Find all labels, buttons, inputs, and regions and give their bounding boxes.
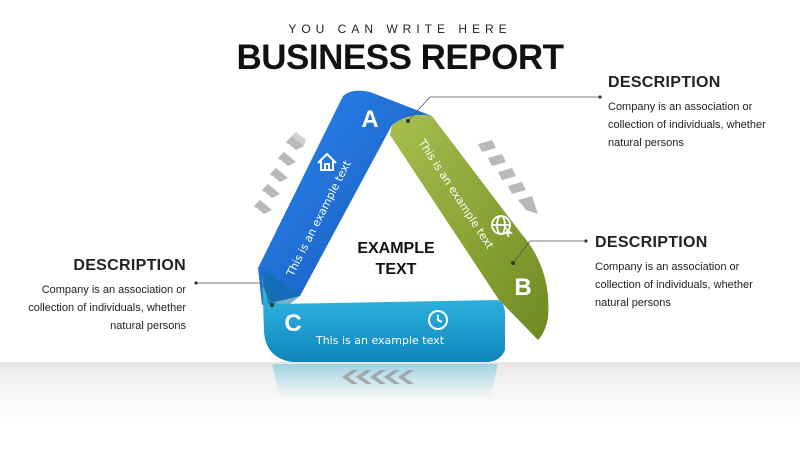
page-subtitle: YOU CAN WRITE HERE (288, 22, 512, 36)
description-line: collection of individuals, whether (608, 119, 766, 131)
description-line: Company is an association or (41, 284, 186, 296)
description-top-right: DESCRIPTION Company is an association or… (608, 74, 788, 152)
center-label-line2: TEXT (375, 261, 417, 278)
description-line: Company is an association or (608, 101, 753, 113)
description-line: collection of individuals, whether (28, 302, 186, 314)
description-heading: DESCRIPTION (608, 74, 721, 91)
description-line: Company is an association or (595, 261, 740, 273)
fold-shadow-c (262, 268, 300, 304)
description-line: natural persons (110, 320, 186, 332)
segment-letter-b: B (514, 274, 531, 301)
band-b (390, 115, 549, 340)
description-body: Company is an association or collection … (608, 98, 788, 152)
chevron-arrows-bottom (342, 370, 414, 384)
description-line: natural persons (608, 137, 684, 149)
description-line: natural persons (595, 297, 671, 309)
band-c (262, 268, 505, 362)
band-c-reflection (272, 364, 498, 398)
leader-line-mid (512, 240, 586, 264)
leader-line-left (196, 282, 273, 306)
chevron-arrows-left (254, 132, 306, 214)
leader-dot-mid (511, 261, 515, 265)
segment-letter-c: C (284, 310, 301, 337)
description-heading: DESCRIPTION (595, 234, 708, 251)
center-label: EXAMPLE TEXT (336, 238, 456, 280)
band-a (258, 90, 432, 306)
center-label-line1: EXAMPLE (357, 240, 435, 257)
description-body: Company is an association or collection … (595, 258, 785, 312)
chevron-arrows-right (478, 140, 538, 214)
leader-dot-left-end (270, 303, 274, 307)
segment-text-c: This is an example text (315, 334, 445, 347)
globe-cursor-icon (491, 215, 514, 238)
description-heading: DESCRIPTION (73, 257, 186, 274)
home-icon (317, 152, 337, 171)
leader-dot-left (194, 281, 198, 285)
leader-dot-top-end (598, 95, 602, 99)
description-mid-right: DESCRIPTION Company is an association or… (595, 234, 785, 312)
description-left: DESCRIPTION Company is an association or… (20, 257, 186, 335)
leader-dot-top (406, 119, 410, 123)
leader-dot-mid-end (584, 239, 588, 243)
clock-icon (428, 310, 448, 330)
segment-letter-a: A (361, 106, 378, 133)
leader-line-top (407, 96, 600, 122)
description-body: Company is an association or collection … (20, 281, 186, 335)
description-line: collection of individuals, whether (595, 279, 753, 291)
page-title: BUSINESS REPORT (236, 38, 565, 77)
